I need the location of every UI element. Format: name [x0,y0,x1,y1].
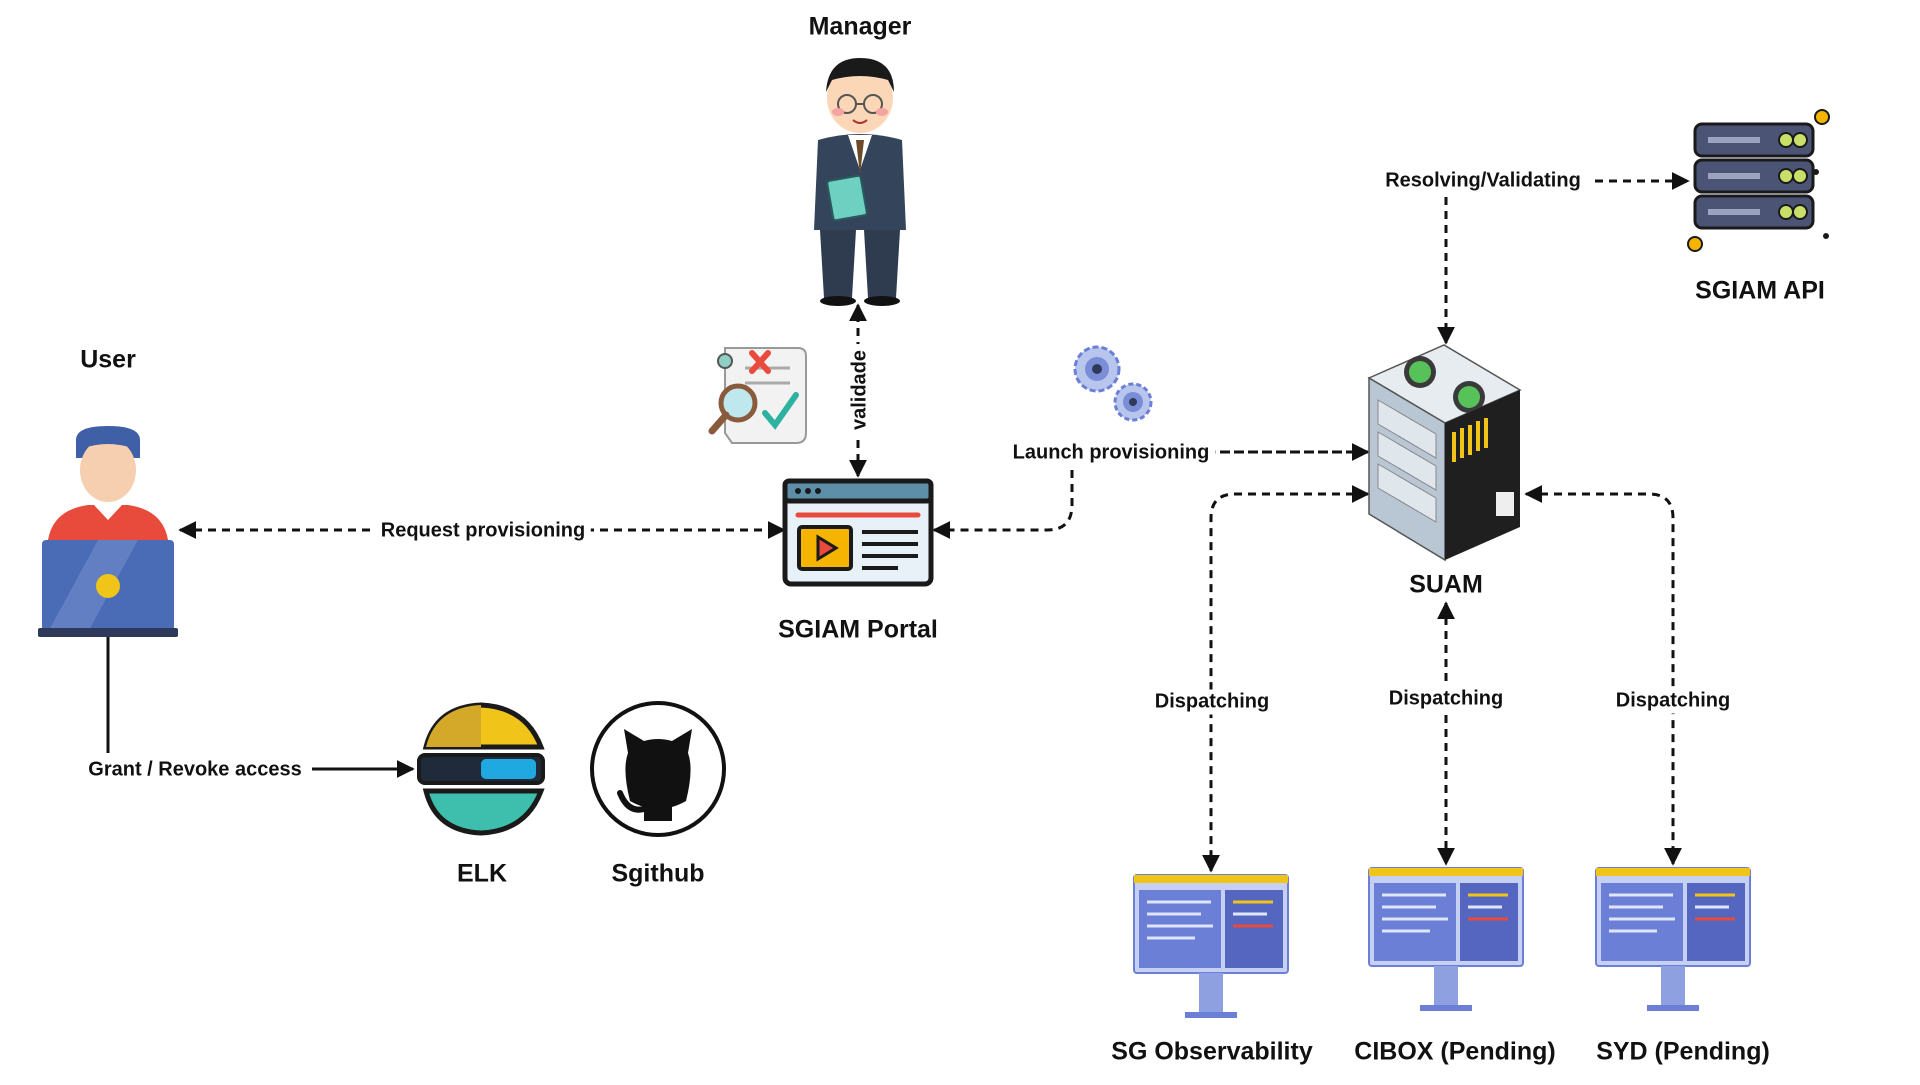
edge-label-dispatch-left: Dispatching [1148,689,1276,715]
monitor-code-icon-cibox [1368,867,1524,1011]
edges [178,172,1690,873]
user-laptop-icon [38,426,178,637]
portal-label: SGIAM Portal [778,615,938,644]
web-portal-icon [782,478,934,587]
monitor-code-icon-syd [1595,867,1751,1011]
server-rack-icon [1687,109,1830,252]
edge-dispatch-left [1202,485,1370,873]
elk-label: ELK [457,859,507,888]
monitor-code-icon-sg-observability [1133,874,1289,1018]
edge-launch [934,450,1368,530]
cibox-label: CIBOX (Pending) [1354,1037,1556,1066]
manager-label: Manager [808,12,912,41]
github-logo-icon [590,701,726,837]
edge-label-dispatch-right: Dispatching [1609,688,1737,714]
api-label: SGIAM API [1695,276,1825,305]
checklist-magnifier-icon [708,347,807,444]
businessman-icon [814,58,906,306]
solid-edges [106,636,415,778]
server-tower-icon [1367,344,1522,562]
suam-label: SUAM [1409,570,1483,599]
edge-label-request: Request provisioning [374,518,592,544]
gears-icon [1073,345,1153,422]
edge-label-dispatch-mid: Dispatching [1382,686,1510,712]
syd-label: SYD (Pending) [1596,1037,1770,1066]
edge-dispatch-right [1524,485,1682,866]
edge-label-resolving: Resolving/Validating [1379,168,1587,194]
edge-label-launch: Launch provisioning [1006,440,1216,466]
sg-observability-label: SG Observability [1111,1037,1313,1066]
user-label: User [80,345,136,374]
sgithub-label: Sgithub [611,859,705,888]
edge-label-validate: validade [847,343,873,437]
elk-logo-icon [417,702,545,836]
edge-label-grant: Grant / Revoke access [82,757,308,783]
